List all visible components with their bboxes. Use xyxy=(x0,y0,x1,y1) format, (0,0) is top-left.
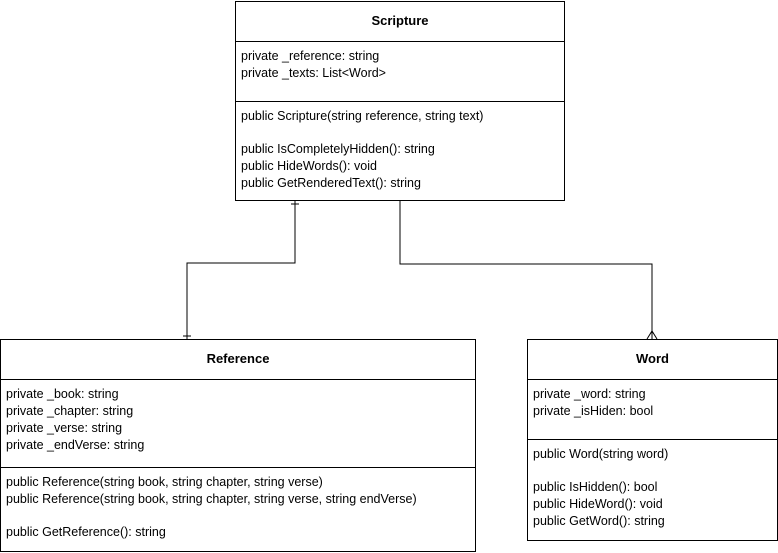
method: public Reference(string book, string cha… xyxy=(6,475,323,489)
attribute: private _word: string xyxy=(533,387,646,401)
attribute: private _book: string xyxy=(6,387,119,401)
connector-scripture-word xyxy=(399,201,658,340)
method-gap xyxy=(533,463,772,479)
class-name-scripture: Scripture xyxy=(236,2,564,42)
method: public HideWords(): void xyxy=(241,159,377,173)
method: public GetReference(): string xyxy=(6,525,166,539)
methods-reference: public Reference(string book, string cha… xyxy=(1,468,475,541)
class-name-reference: Reference xyxy=(1,340,475,380)
method: public IsHidden(): bool xyxy=(533,480,658,494)
attribute: private _chapter: string xyxy=(6,404,134,418)
attributes-scripture: private _reference: string private _text… xyxy=(236,42,564,102)
attribute: private _texts: List<Word> xyxy=(241,66,386,80)
method: public Word(string word) xyxy=(533,447,669,461)
attribute: private _endVerse: string xyxy=(6,438,145,452)
attributes-reference: private _book: string private _chapter: … xyxy=(1,380,475,468)
method: public Scripture(string reference, strin… xyxy=(241,109,484,123)
method: public GetRenderedText(): string xyxy=(241,176,421,190)
class-reference[interactable]: Reference private _book: string private … xyxy=(0,339,476,552)
class-name-word: Word xyxy=(528,340,777,380)
connector-scripture-reference xyxy=(183,201,299,339)
attribute: private _reference: string xyxy=(241,49,380,63)
attribute: private _verse: string xyxy=(6,421,123,435)
method: public IsCompletelyHidden(): string xyxy=(241,142,435,156)
attribute: private _isHiden: bool xyxy=(533,404,654,418)
attributes-word: private _word: string private _isHiden: … xyxy=(528,380,777,440)
methods-scripture: public Scripture(string reference, strin… xyxy=(236,102,564,192)
method-gap xyxy=(241,125,559,141)
method: public GetWord(): string xyxy=(533,514,665,528)
method-gap xyxy=(6,508,470,524)
method: public HideWord(): void xyxy=(533,497,663,511)
method: public Reference(string book, string cha… xyxy=(6,492,417,506)
class-scripture[interactable]: Scripture private _reference: string pri… xyxy=(235,1,565,201)
methods-word: public Word(string word) public IsHidden… xyxy=(528,440,777,530)
many-marker xyxy=(646,330,658,340)
class-word[interactable]: Word private _word: string private _isHi… xyxy=(527,339,778,541)
